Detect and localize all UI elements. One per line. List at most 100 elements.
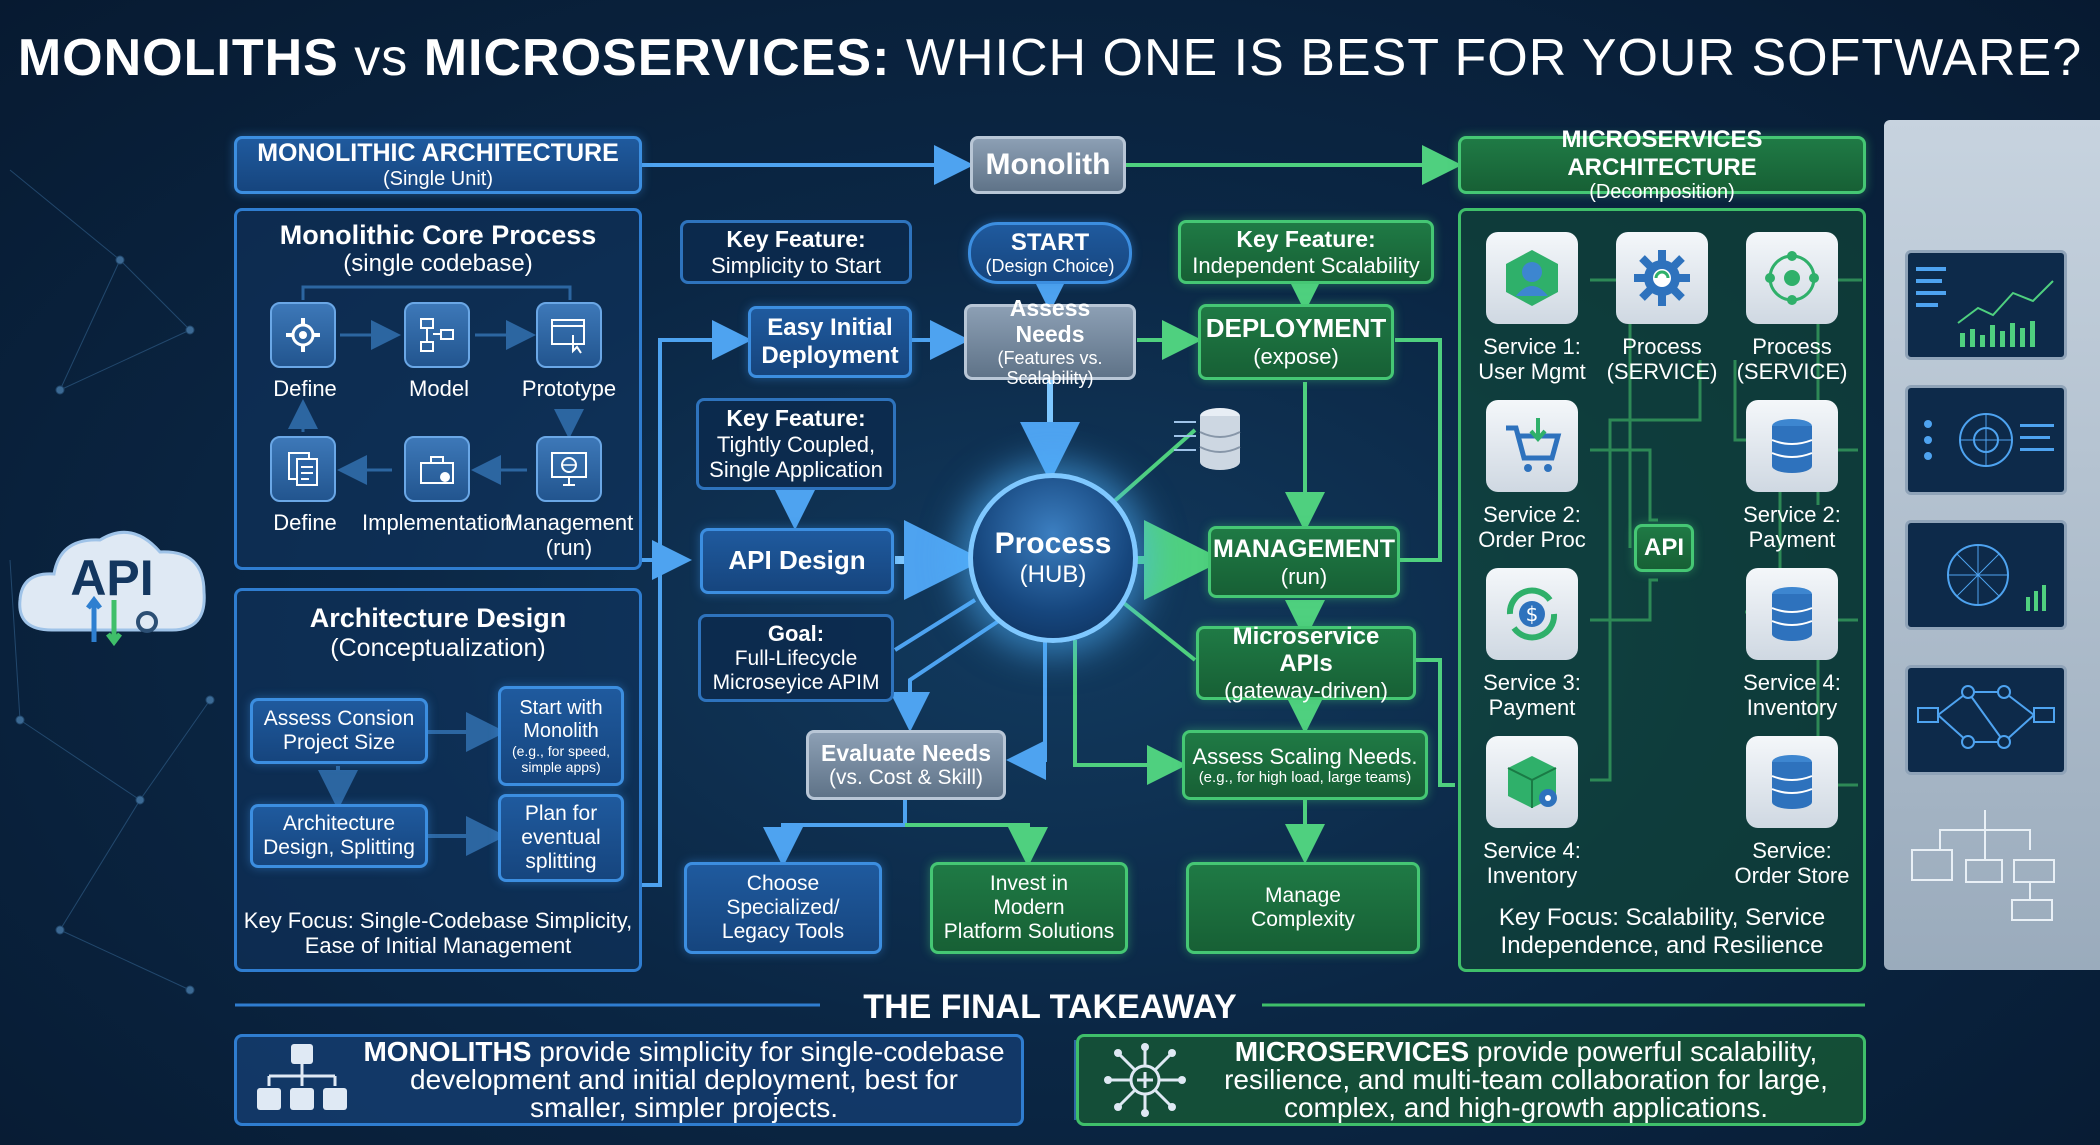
microservice-apis-node: Microservice APIs (gateway-driven) <box>1196 622 1416 703</box>
microservices-takeaway-rest: provide powerful scalability, resilience… <box>1224 1036 1828 1123</box>
start-with-monolith-label: Start with Monolith <box>519 696 603 742</box>
invest-modern-label: Invest in Modern Platform Solutions <box>943 871 1115 944</box>
microservices-architecture-header: MICROSERVICES ARCHITECTURE (Decompositio… <box>1458 126 1866 203</box>
edge-left-to-easy-deploy <box>642 320 752 887</box>
service-label-payment-3: Service 3: Payment <box>1483 670 1581 721</box>
step-label-management: Management (run) <box>504 510 634 561</box>
step-label-define-2: Define <box>273 510 337 535</box>
api-design-node: API Design <box>700 528 894 594</box>
goal-sub: Full-Lifecycle Microseyice APIM <box>712 646 880 694</box>
edge-deploy-micro <box>1395 338 1442 562</box>
edge-hub-deploy <box>1108 428 1197 507</box>
toolbox-icon <box>404 436 470 502</box>
start-with-monolith-box: Start with Monolith (e.g., for speed, si… <box>498 686 624 786</box>
kf-scalability-title: Key Feature: <box>1236 226 1376 253</box>
kf-coupled-sub: Tightly Coupled, Single Application <box>709 431 883 483</box>
monitor-globe-icon <box>536 436 602 502</box>
package-gear-icon <box>1486 736 1578 828</box>
service-label-process-2: Process (SERVICE) <box>1736 334 1848 385</box>
monolithic-architecture-header: MONOLITHIC ARCHITECTURE (Single Unit) <box>234 136 642 194</box>
easy-initial-deployment: Easy Initial Deployment <box>748 306 912 378</box>
monolithic-header-sub: (Single Unit) <box>382 167 494 190</box>
manage-complexity-node: Manage Complexity <box>1186 862 1420 954</box>
kf-simplicity-sub: Simplicity to Start <box>711 252 881 278</box>
management-title: MANAGEMENT <box>1213 534 1395 563</box>
api-cloud-label: API <box>70 550 154 606</box>
assess-project-size-label: Assess Consion Project Size <box>263 706 415 754</box>
assess-needs-sub: (Features vs. Scalability) <box>997 347 1103 389</box>
design-sub: (Conceptualization) <box>330 634 546 662</box>
kf-coupled-title: Key Feature: <box>726 405 866 432</box>
kf-scalability-sub: Independent Scalability <box>1192 252 1420 278</box>
kf-simplicity-title: Key Feature: <box>726 226 866 253</box>
goal-node: Goal: Full-Lifecycle Microseyice APIM <box>698 614 894 702</box>
analytics-chart-screen <box>1905 250 2067 360</box>
evaluate-needs-title: Evaluate Needs <box>820 739 992 766</box>
database-icon <box>1746 568 1838 660</box>
monolithic-header-title: MONOLITHIC ARCHITECTURE <box>257 139 619 168</box>
step-label-implementation: Implementation <box>362 510 513 535</box>
title-microservices: MICROSERVICES: <box>423 29 891 87</box>
monoliths-takeaway-card: MONOLITHS provide simplicity for single-… <box>234 1034 1024 1126</box>
service-label-inventory: Service 4: Inventory <box>1743 670 1841 721</box>
architecture-design-panel <box>234 588 642 972</box>
flowchart-icon <box>404 302 470 368</box>
svg-text:$: $ <box>1526 602 1539 626</box>
start-with-monolith-note: (e.g., for speed, simple apps) <box>511 742 611 775</box>
monolithic-core-panel <box>234 208 642 570</box>
service-label-inventory-2: Service 4: Inventory <box>1483 838 1581 889</box>
plan-splitting-box: Plan for eventual splitting <box>498 794 624 882</box>
edge-hub-evaluate <box>1006 640 1047 780</box>
step-label-prototype: Prototype <box>521 376 617 401</box>
final-takeaway-title: THE FINAL TAKEAWAY <box>863 988 1237 1026</box>
start-node-title: START <box>1010 228 1090 256</box>
service-label-payment-2: Service 2: Payment <box>1743 502 1841 553</box>
api-design-label: API Design <box>728 545 866 576</box>
goal-title: Goal: <box>767 621 825 647</box>
micro-header-sub: (Decomposition) <box>1589 181 1735 204</box>
title-vs: vs <box>354 29 409 87</box>
microservices-takeaway-text: MICROSERVICES provide powerful scalabili… <box>1205 1038 1863 1122</box>
documents-icon <box>270 436 336 502</box>
micro-api-node: API <box>1634 524 1694 572</box>
service-label-process-1: Process (SERVICE) <box>1606 334 1718 385</box>
microservices-key-focus: Key Focus: Scalability, Service Independ… <box>1498 904 1826 959</box>
shopping-cart-icon <box>1486 400 1578 492</box>
database-icon <box>1746 400 1838 492</box>
plan-splitting-label: Plan for eventual splitting <box>521 801 601 874</box>
choose-legacy-tools-node: Choose Specialized/ Legacy Tools <box>684 862 882 954</box>
gear-sync-icon <box>1616 232 1708 324</box>
monoliths-takeaway-rest: provide simplicity for single-codebase d… <box>410 1036 1005 1123</box>
edge-evaluate-split <box>763 800 907 867</box>
monolith-node: Monolith <box>970 136 1126 194</box>
network-dashboard-screen <box>1905 385 2067 495</box>
start-node: START (Design Choice) <box>968 222 1132 284</box>
assess-project-size-box: Assess Consion Project Size <box>250 698 428 764</box>
assess-scaling-title: Assess Scaling Needs. <box>1192 743 1418 769</box>
deployment-sub: (expose) <box>1253 344 1339 370</box>
user-hexagon-icon <box>1486 232 1578 324</box>
edge-hub-evaluate-left <box>890 618 1002 732</box>
service-label-order-store: Service: Order Store <box>1734 838 1850 889</box>
management-sub: (run) <box>1280 563 1328 589</box>
micro-header-title: MICROSERVICES ARCHITECTURE <box>1561 125 1763 181</box>
edge-evaluate-invest <box>905 823 1048 867</box>
gear-icon <box>270 302 336 368</box>
api-cloud-icon: API <box>12 510 212 660</box>
key-feature-coupled: Key Feature: Tightly Coupled, Single App… <box>696 398 896 490</box>
page-title: MONOLITHS vs MICROSERVICES: WHICH ONE IS… <box>0 28 2100 88</box>
management-node: MANAGEMENT (run) <box>1208 526 1400 598</box>
invest-modern-node: Invest in Modern Platform Solutions <box>930 862 1128 954</box>
monoliths-takeaway-bold: MONOLITHS <box>363 1036 532 1067</box>
microservice-apis-title: Microservice APIs <box>1232 622 1380 678</box>
window-cursor-icon <box>536 302 602 368</box>
design-title: Architecture Design <box>309 603 567 633</box>
edge-apis-micro <box>1400 658 1455 787</box>
choose-legacy-label: Choose Specialized/ Legacy Tools <box>721 871 845 944</box>
edge-hub-scaling <box>1073 640 1187 785</box>
edge-hub-goal <box>893 598 977 652</box>
flow-diagram-screen <box>1900 800 2070 940</box>
deployment-node: DEPLOYMENT (expose) <box>1198 304 1394 380</box>
micro-api-label: API <box>1643 534 1684 562</box>
evaluate-needs-node: Evaluate Needs (vs. Cost & Skill) <box>806 730 1006 800</box>
